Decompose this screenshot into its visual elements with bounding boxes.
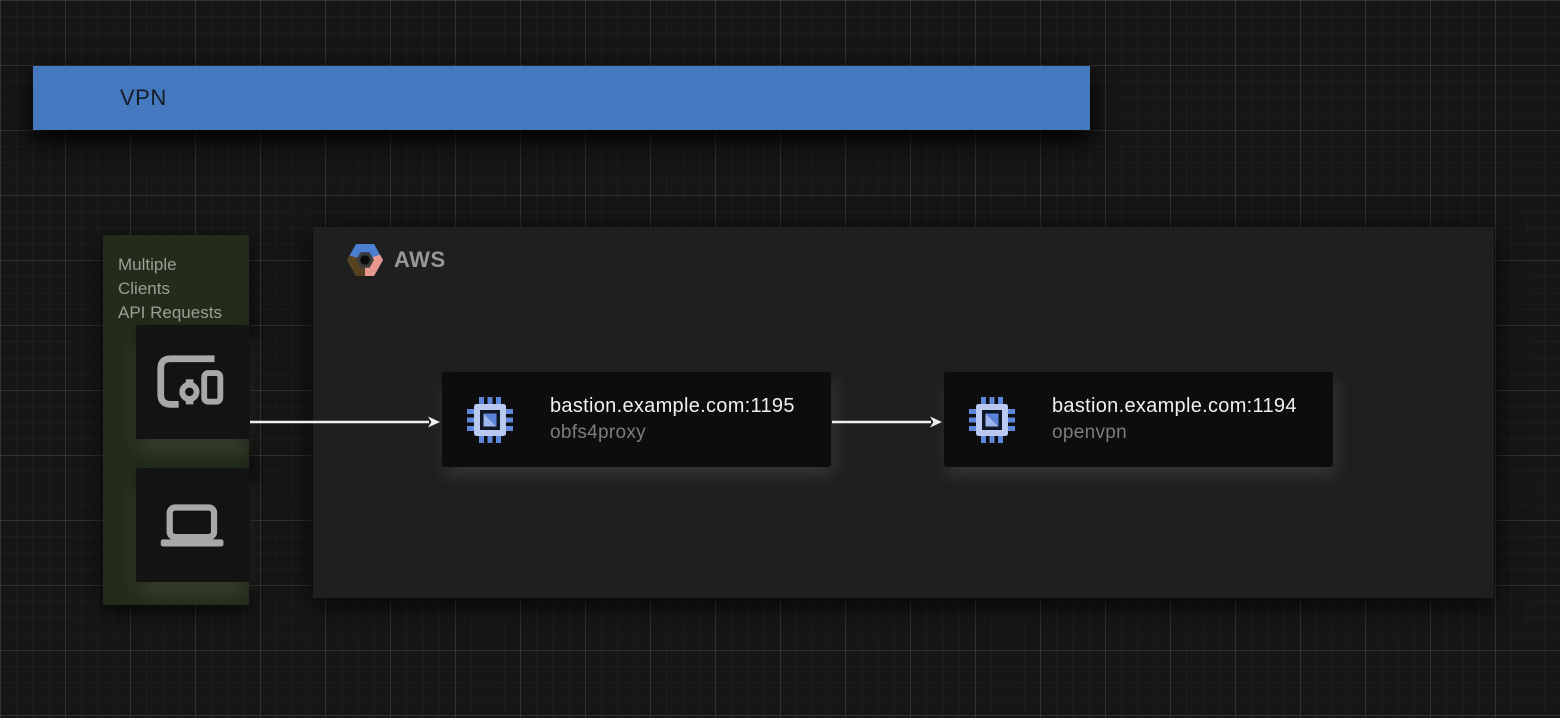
aws-panel: AWS bbox=[313, 227, 1494, 598]
cpu-chip-icon bbox=[969, 396, 1015, 443]
node-text: bastion.example.com:1195 obfs4proxy bbox=[550, 395, 795, 444]
node-openvpn: bastion.example.com:1194 openvpn bbox=[944, 372, 1333, 467]
clients-panel-label: Multiple Clients API Requests bbox=[103, 235, 249, 325]
node-service: openvpn bbox=[1052, 422, 1128, 443]
clients-laptop-box bbox=[136, 468, 250, 582]
cpu-chip-icon bbox=[467, 396, 513, 443]
multi-devices-icon bbox=[157, 355, 224, 408]
node-text: bastion.example.com:1194 openvpn bbox=[1052, 395, 1297, 444]
hexagon-logo-icon bbox=[347, 244, 383, 276]
clients-panel: Multiple Clients API Requests bbox=[103, 235, 250, 605]
node-hostname: bastion.example.com:1195 bbox=[550, 395, 795, 417]
clients-label-line-3: API Requests bbox=[118, 303, 222, 322]
clients-label-line-1: Multiple bbox=[118, 255, 177, 274]
clients-label-line-2: Clients bbox=[118, 279, 170, 298]
aws-panel-label: AWS bbox=[394, 247, 446, 272]
vpn-banner: VPN bbox=[33, 66, 1090, 130]
aws-panel-header: AWS bbox=[347, 242, 446, 278]
laptop-icon bbox=[160, 504, 224, 547]
clients-devices-box bbox=[136, 325, 250, 439]
node-obfs4proxy: bastion.example.com:1195 obfs4proxy bbox=[442, 372, 831, 467]
node-hostname: bastion.example.com:1194 bbox=[1052, 395, 1297, 417]
vpn-banner-label: VPN bbox=[120, 85, 167, 110]
node-service: obfs4proxy bbox=[550, 422, 646, 443]
